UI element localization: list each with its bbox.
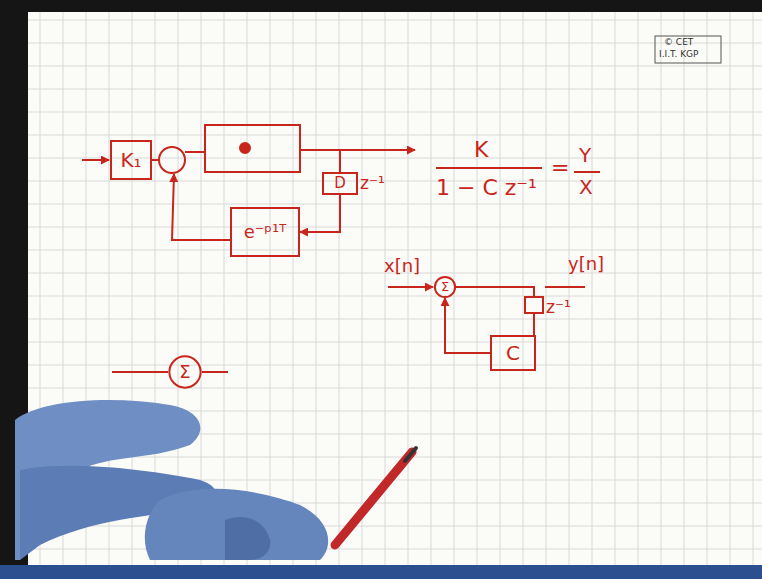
delay-box: Dz⁻¹ (322, 172, 358, 195)
watermark: I.I.T. KGP (659, 50, 699, 60)
block-label: e⁻ᵖ¹ᵀ (244, 222, 286, 242)
denominator: 1 − C z⁻¹ (436, 176, 537, 200)
wire (152, 159, 159, 161)
block-box (205, 125, 300, 172)
delay-operator-label: z⁻¹ (546, 298, 571, 317)
block-label: Σ (441, 280, 449, 294)
fraction-bar (436, 167, 542, 169)
glove-finger (225, 517, 270, 560)
glove (145, 489, 328, 560)
signal-connector (533, 314, 535, 335)
summing-junction (159, 147, 185, 173)
coefficient-box: C (490, 335, 536, 371)
output-arrow (300, 149, 415, 151)
exponential-gain-box: e⁻ᵖ¹ᵀ (230, 207, 300, 257)
tap-wire (339, 150, 341, 172)
input-arrow (388, 286, 433, 288)
wire (202, 371, 228, 373)
scribble-dot (240, 143, 250, 153)
watermark-box (655, 36, 721, 63)
block-label: Σ (179, 362, 190, 382)
block-label: C (506, 342, 520, 364)
equals-sign: = (551, 156, 569, 180)
input-arrow (82, 159, 109, 161)
output-symbol: Y (579, 144, 591, 166)
output-wire (545, 286, 585, 288)
block-label: D (334, 175, 346, 192)
wire (185, 151, 205, 153)
watermark: © CET (664, 38, 693, 48)
signal-connector (445, 298, 490, 353)
signal-name: x[n] (384, 256, 420, 276)
signal-connector (456, 287, 534, 296)
gloved-hands (15, 400, 416, 560)
desk-strip (0, 565, 762, 579)
pen-tip (405, 448, 416, 461)
pen (335, 452, 412, 545)
block-diagram-wires (82, 125, 600, 372)
delay-operator-label: z⁻¹ (360, 174, 385, 193)
wire (112, 371, 168, 373)
input-symbol: X (579, 176, 593, 198)
delay-box: z⁻¹ (524, 296, 544, 314)
signal-connector (300, 195, 340, 232)
numerator: K (474, 138, 488, 162)
signal-name: y[n] (568, 254, 604, 274)
fraction-bar (574, 171, 600, 173)
gain-box: K₁ (110, 140, 152, 180)
summing-junction: Σ (434, 276, 456, 298)
block-label: K₁ (120, 149, 141, 171)
feedback-wire (172, 174, 230, 240)
summing-junction: Σ (168, 355, 202, 389)
